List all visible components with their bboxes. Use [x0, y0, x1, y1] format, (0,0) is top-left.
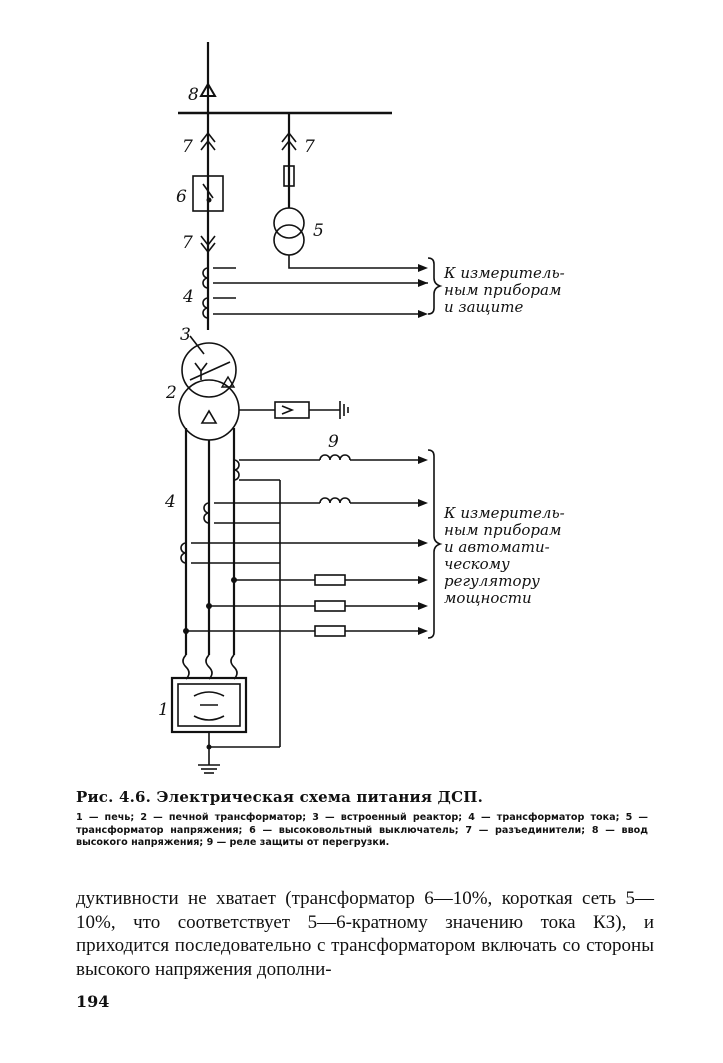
disconnector-vt [281, 131, 297, 151]
note-bottom-line5: регулятору [444, 572, 540, 590]
caption-title: Рис. 4.6. Электрическая схема питания ДС… [76, 788, 484, 806]
vt-fuse [283, 165, 295, 187]
disconnector-main-lower [200, 235, 216, 254]
note-bottom-line3: и автомати- [444, 538, 550, 556]
note-bottom-line2: ным приборам [444, 521, 561, 539]
current-transformer-upper [202, 267, 428, 319]
vt-winding-upper [273, 207, 305, 239]
relay-lines [183, 574, 428, 637]
label-6: 6 [176, 187, 187, 207]
label-4-lower: 4 [164, 492, 176, 512]
brace-bottom [427, 449, 443, 639]
label-7-main-upper: 7 [182, 137, 193, 157]
current-transformer-lower [180, 454, 428, 735]
note-top-line1: К измеритель- [443, 264, 565, 282]
disconnector-main-upper [200, 131, 216, 151]
label-2: 2 [165, 383, 177, 403]
label-9: 9 [328, 432, 339, 452]
label-7-main-lower: 7 [182, 233, 193, 253]
body-paragraph: дуктивности не хватает (трансформатор 6—… [76, 888, 654, 980]
page-number: 194 [76, 992, 110, 1011]
figure-caption: Рис. 4.6. Электрическая схема питания ДС… [76, 788, 648, 850]
label-1: 1 [158, 700, 169, 720]
note-top-line2: ным приборам [444, 281, 561, 299]
label-5: 5 [313, 221, 324, 241]
hv-input-triangle [199, 82, 217, 97]
vt-winding-lower [273, 224, 305, 256]
label-4-upper: 4 [182, 287, 194, 307]
note-bottom-line6: мощности [444, 589, 532, 607]
brace-top [427, 257, 443, 315]
reactor-winding [181, 342, 237, 398]
label-3: 3 [180, 325, 191, 345]
power-supply-diagram: 8 7 7 6 7 5 4 3 2 9 4 1 К измеритель- ны… [158, 42, 565, 774]
note-bottom-line4: ческому [444, 555, 510, 573]
label-7-vt: 7 [304, 137, 315, 157]
label-8: 8 [188, 85, 199, 105]
note-bottom-line1: К измеритель- [443, 504, 565, 522]
hv-breaker-box [192, 175, 224, 212]
note-top-line3: и защите [444, 298, 523, 316]
caption-legend: 1 — печь; 2 — печной трансформатор; 3 — … [76, 812, 648, 848]
